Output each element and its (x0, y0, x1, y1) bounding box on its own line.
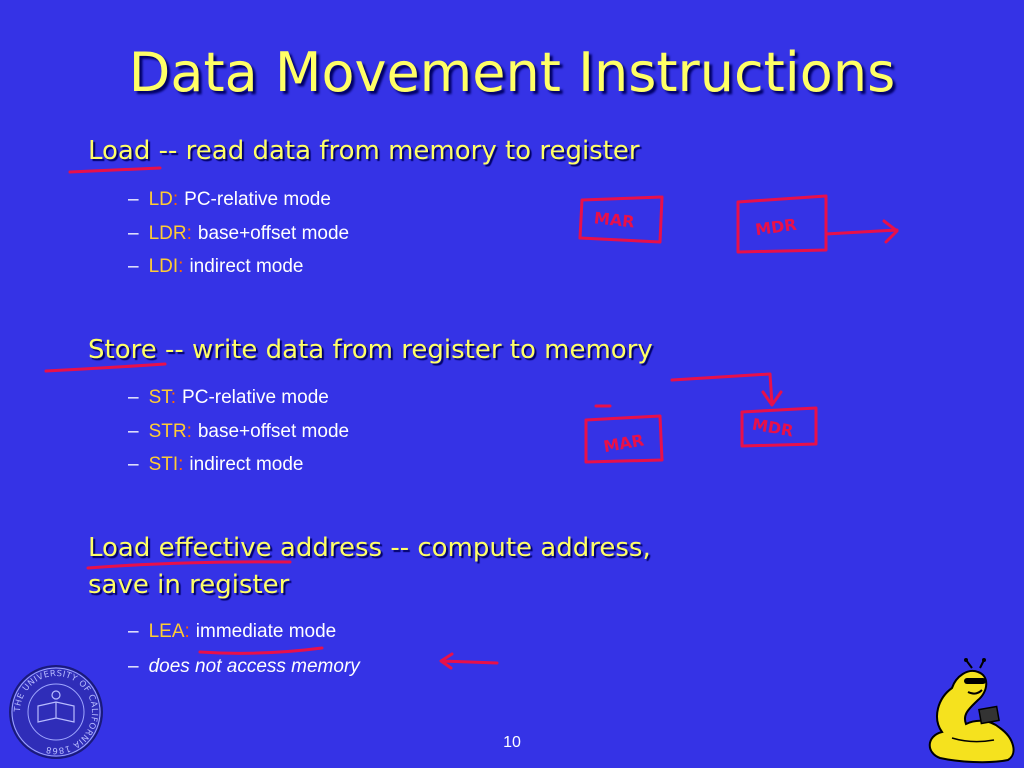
heading-store: Store -- write data from register to mem… (88, 335, 653, 365)
bullet-dash: – (128, 223, 139, 244)
bullet-dash: – (128, 189, 139, 210)
bullet-dash: – (128, 421, 139, 442)
item-text: indirect mode (189, 454, 304, 475)
item-text: base+offset mode (197, 421, 350, 442)
heading-load: Load -- read data from memory to registe… (88, 136, 640, 166)
bullet-dash: – (128, 256, 139, 277)
item-ldi: –LDI:indirect mode (128, 256, 304, 277)
keyword: ST (148, 387, 171, 408)
item-text: does not access memory (148, 656, 360, 677)
banana-slug-mascot-icon (928, 658, 1015, 764)
university-seal-logo: THE UNIVERSITY OF CALIFORNIA 1868 (9, 665, 103, 759)
ink-arrow-mdr-1 (824, 219, 899, 244)
ink-underline-lea-item (198, 646, 324, 655)
ink-mar-label-1: MAR (593, 208, 635, 231)
item-text: indirect mode (189, 256, 304, 277)
item-ldr: –LDR:base+offset mode (128, 223, 350, 244)
keyword: LDR (148, 223, 187, 244)
ink-mdr-box-1 (736, 194, 828, 254)
ink-mar-box-1 (578, 195, 664, 244)
ink-mar-box-2 (584, 404, 664, 464)
item-text: immediate mode (195, 621, 337, 642)
ink-mdr-box-2 (740, 406, 818, 448)
keyword: LEA (148, 621, 185, 642)
item-st: –ST:PC-relative mode (128, 387, 329, 408)
page-number: 10 (503, 734, 521, 751)
bullet-dash: – (128, 656, 139, 677)
heading-lea-line1: Load effective address -- compute addres… (88, 533, 651, 563)
ink-arrow-no-memory (439, 652, 499, 670)
bullet-dash: – (128, 454, 139, 475)
item-lea: –LEA:immediate mode (128, 621, 337, 642)
bullet-dash: – (128, 621, 139, 642)
item-text: base+offset mode (197, 223, 350, 244)
item-text: PC-relative mode (182, 387, 329, 408)
item-sti: –STI:indirect mode (128, 454, 304, 475)
item-str: –STR:base+offset mode (128, 421, 350, 442)
item-no-memory: –does not access memory (128, 655, 360, 679)
item-ld: –LD:PC-relative mode (128, 189, 331, 210)
keyword: LDI (148, 256, 179, 277)
ink-mar-label-2: MAR (602, 430, 645, 456)
keyword: STI (148, 454, 179, 475)
heading-lea-line2: save in register (88, 570, 290, 600)
keyword: LD (148, 189, 173, 210)
bullet-dash: – (128, 387, 139, 408)
ink-mdr-label-2: MDR (751, 415, 795, 441)
item-text: PC-relative mode (184, 189, 331, 210)
ink-arrow-mdr-2 (670, 372, 783, 407)
slide-title: Data Movement Instructions (128, 41, 896, 104)
keyword: STR (148, 421, 187, 442)
ink-mdr-label-1: MDR (754, 215, 798, 240)
